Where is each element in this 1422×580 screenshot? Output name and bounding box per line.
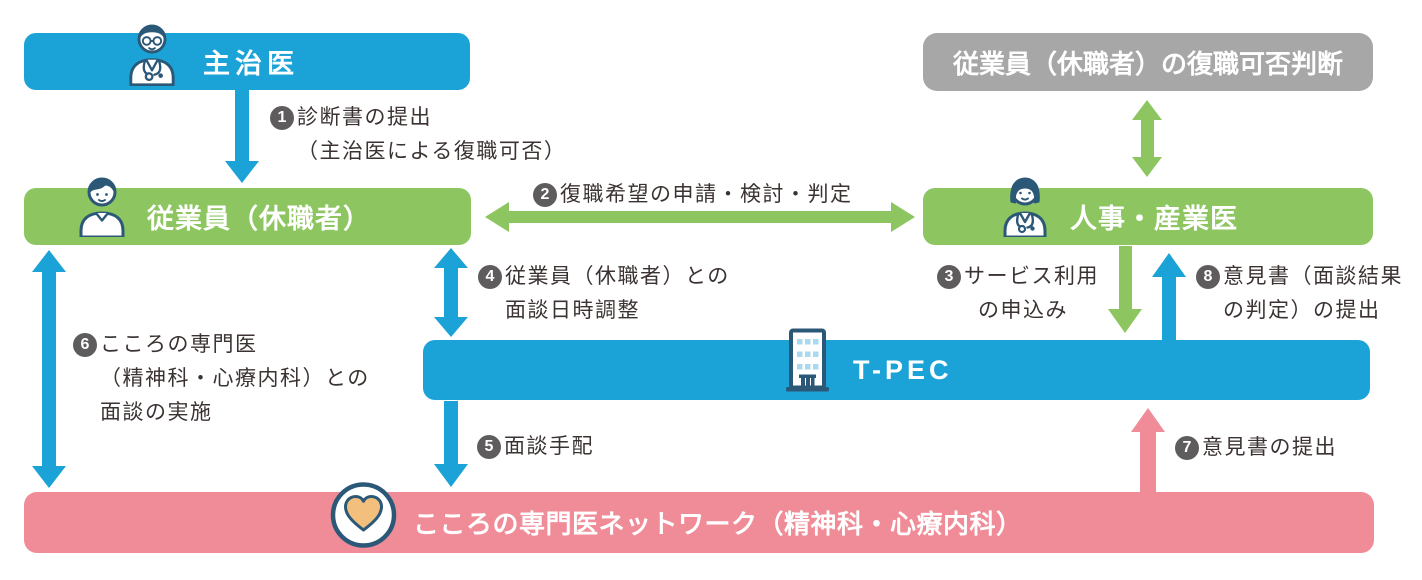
step-7-label: 7 意見書の提出 [1175,431,1337,465]
step-2-label: 2 復職希望の申請・検討・判定 [533,178,853,212]
box-hr-occupational-physician: 人事・産業医 [923,177,1373,245]
box-employee-on-leave-label: 従業員（休職者） [147,204,371,234]
step-5-text: 面談手配 [504,430,594,464]
arrow-head-down [1108,309,1142,333]
arrow-shaft [235,90,249,162]
step-7-number-badge: 7 [1175,436,1199,460]
arrow-shaft [507,211,893,223]
arrow-shaft [444,401,458,465]
step-8-number-badge: 8 [1196,265,1220,289]
box-attending-physician-label: 主治医 [203,49,299,79]
step-6-text-line-3: 面談の実施 [100,401,213,424]
step-4-label: 4 従業員（休職者）との 面談日時調整 [478,260,730,328]
step-1-text-line-2: （主治医による復職可否） [297,140,567,163]
arrow-shaft [1141,118,1154,159]
step-5-text-line-1: 面談手配 [504,435,594,458]
arrow-head-down [434,317,468,337]
box-reinstatement-judgment-label: 従業員（休職者）の復職可否判断 [952,48,1343,79]
step-1-text: 診断書の提出 （主治医による復職可否） [297,101,566,169]
step-8-label: 8 意見書（面談結果 の判定）の提出 [1196,260,1403,328]
step-6-text: こころの専門医 （精神科・心療内科）との 面談の実施 [100,328,370,430]
box-tpec: T-PEC [423,328,1370,400]
step-1-number-badge: 1 [270,106,294,130]
step-6-text-line-2: （精神科・心療内科）との [100,367,370,390]
step-1-text-line-1: 診断書の提出 [297,106,432,129]
step-7-text-line-1: 意見書の提出 [1202,436,1337,459]
arrow-head-up [1131,408,1165,432]
box-attending-physician: 主治医 [24,24,470,90]
step-5-label: 5 面談手配 [477,430,594,464]
step-2-text-line-1: 復職希望の申請・検討・判定 [560,183,853,206]
arrow-shaft [1140,430,1156,492]
step-6-number-badge: 6 [73,333,97,357]
arrow-head-left [485,202,509,232]
step-1-label: 1 診断書の提出 （主治医による復職可否） [270,101,566,169]
step-3-label: 3 サービス利用 の申込み [937,260,1099,328]
arrow-head-up [1132,100,1162,120]
box-mental-specialist-network-label: こころの専門医ネットワーク（精神科・心療内科） [413,509,1023,539]
step-8-text-line-2: の判定）の提出 [1223,299,1381,322]
step-6-label: 6 こころの専門医 （精神科・心療内科）との 面談の実施 [73,328,370,430]
arrow-head-up [32,250,66,272]
arrow-head-down [225,161,259,183]
step-2-number-badge: 2 [533,183,557,207]
step-4-number-badge: 4 [478,265,502,289]
person-icon [77,175,127,239]
step-5-number-badge: 5 [477,435,501,459]
box-employee-on-leave: 従業員（休職者） [24,177,471,245]
step-3-number-badge: 3 [937,265,961,289]
box-tpec-label: T-PEC [853,354,953,385]
male-doctor-icon [126,20,178,87]
step-8-text: 意見書（面談結果 の判定）の提出 [1223,260,1403,328]
step-3-text: サービス利用 の申込み [964,260,1099,328]
step-4-text-line-2: 面談日時調整 [505,299,640,322]
step-6-text-line-1: こころの専門医 [100,333,258,356]
arrow-head-down [434,464,468,487]
arrow-shaft [1119,246,1132,310]
step-3-text-line-2: の申込み [978,299,1068,322]
step-4-text-line-1: 従業員（休職者）との [505,265,730,288]
arrow-head-right [891,202,915,232]
building-icon [784,328,831,392]
arrow-shaft [444,266,458,319]
step-4-text: 従業員（休職者）との 面談日時調整 [505,260,730,328]
arrow-head-down [32,466,66,488]
box-hr-occupational-physician-label: 人事・産業医 [1070,204,1238,234]
step-3-text-line-1: サービス利用 [964,265,1099,288]
arrow-head-up [434,248,468,268]
heart-icon [330,482,397,548]
arrow-shaft [1162,275,1176,340]
step-7-text: 意見書の提出 [1202,431,1337,465]
arrow-shaft [42,270,56,468]
step-8-text-line-1: 意見書（面談結果 [1223,265,1403,288]
box-reinstatement-judgment: 従業員（休職者）の復職可否判断 [923,33,1373,91]
step-2-text: 復職希望の申請・検討・判定 [560,178,853,212]
box-mental-specialist-network: こころの専門医ネットワーク（精神科・心療内科） [24,482,1374,553]
arrow-head-down [1132,157,1162,177]
female-doctor-icon [1001,175,1049,239]
arrow-head-up [1152,253,1186,277]
